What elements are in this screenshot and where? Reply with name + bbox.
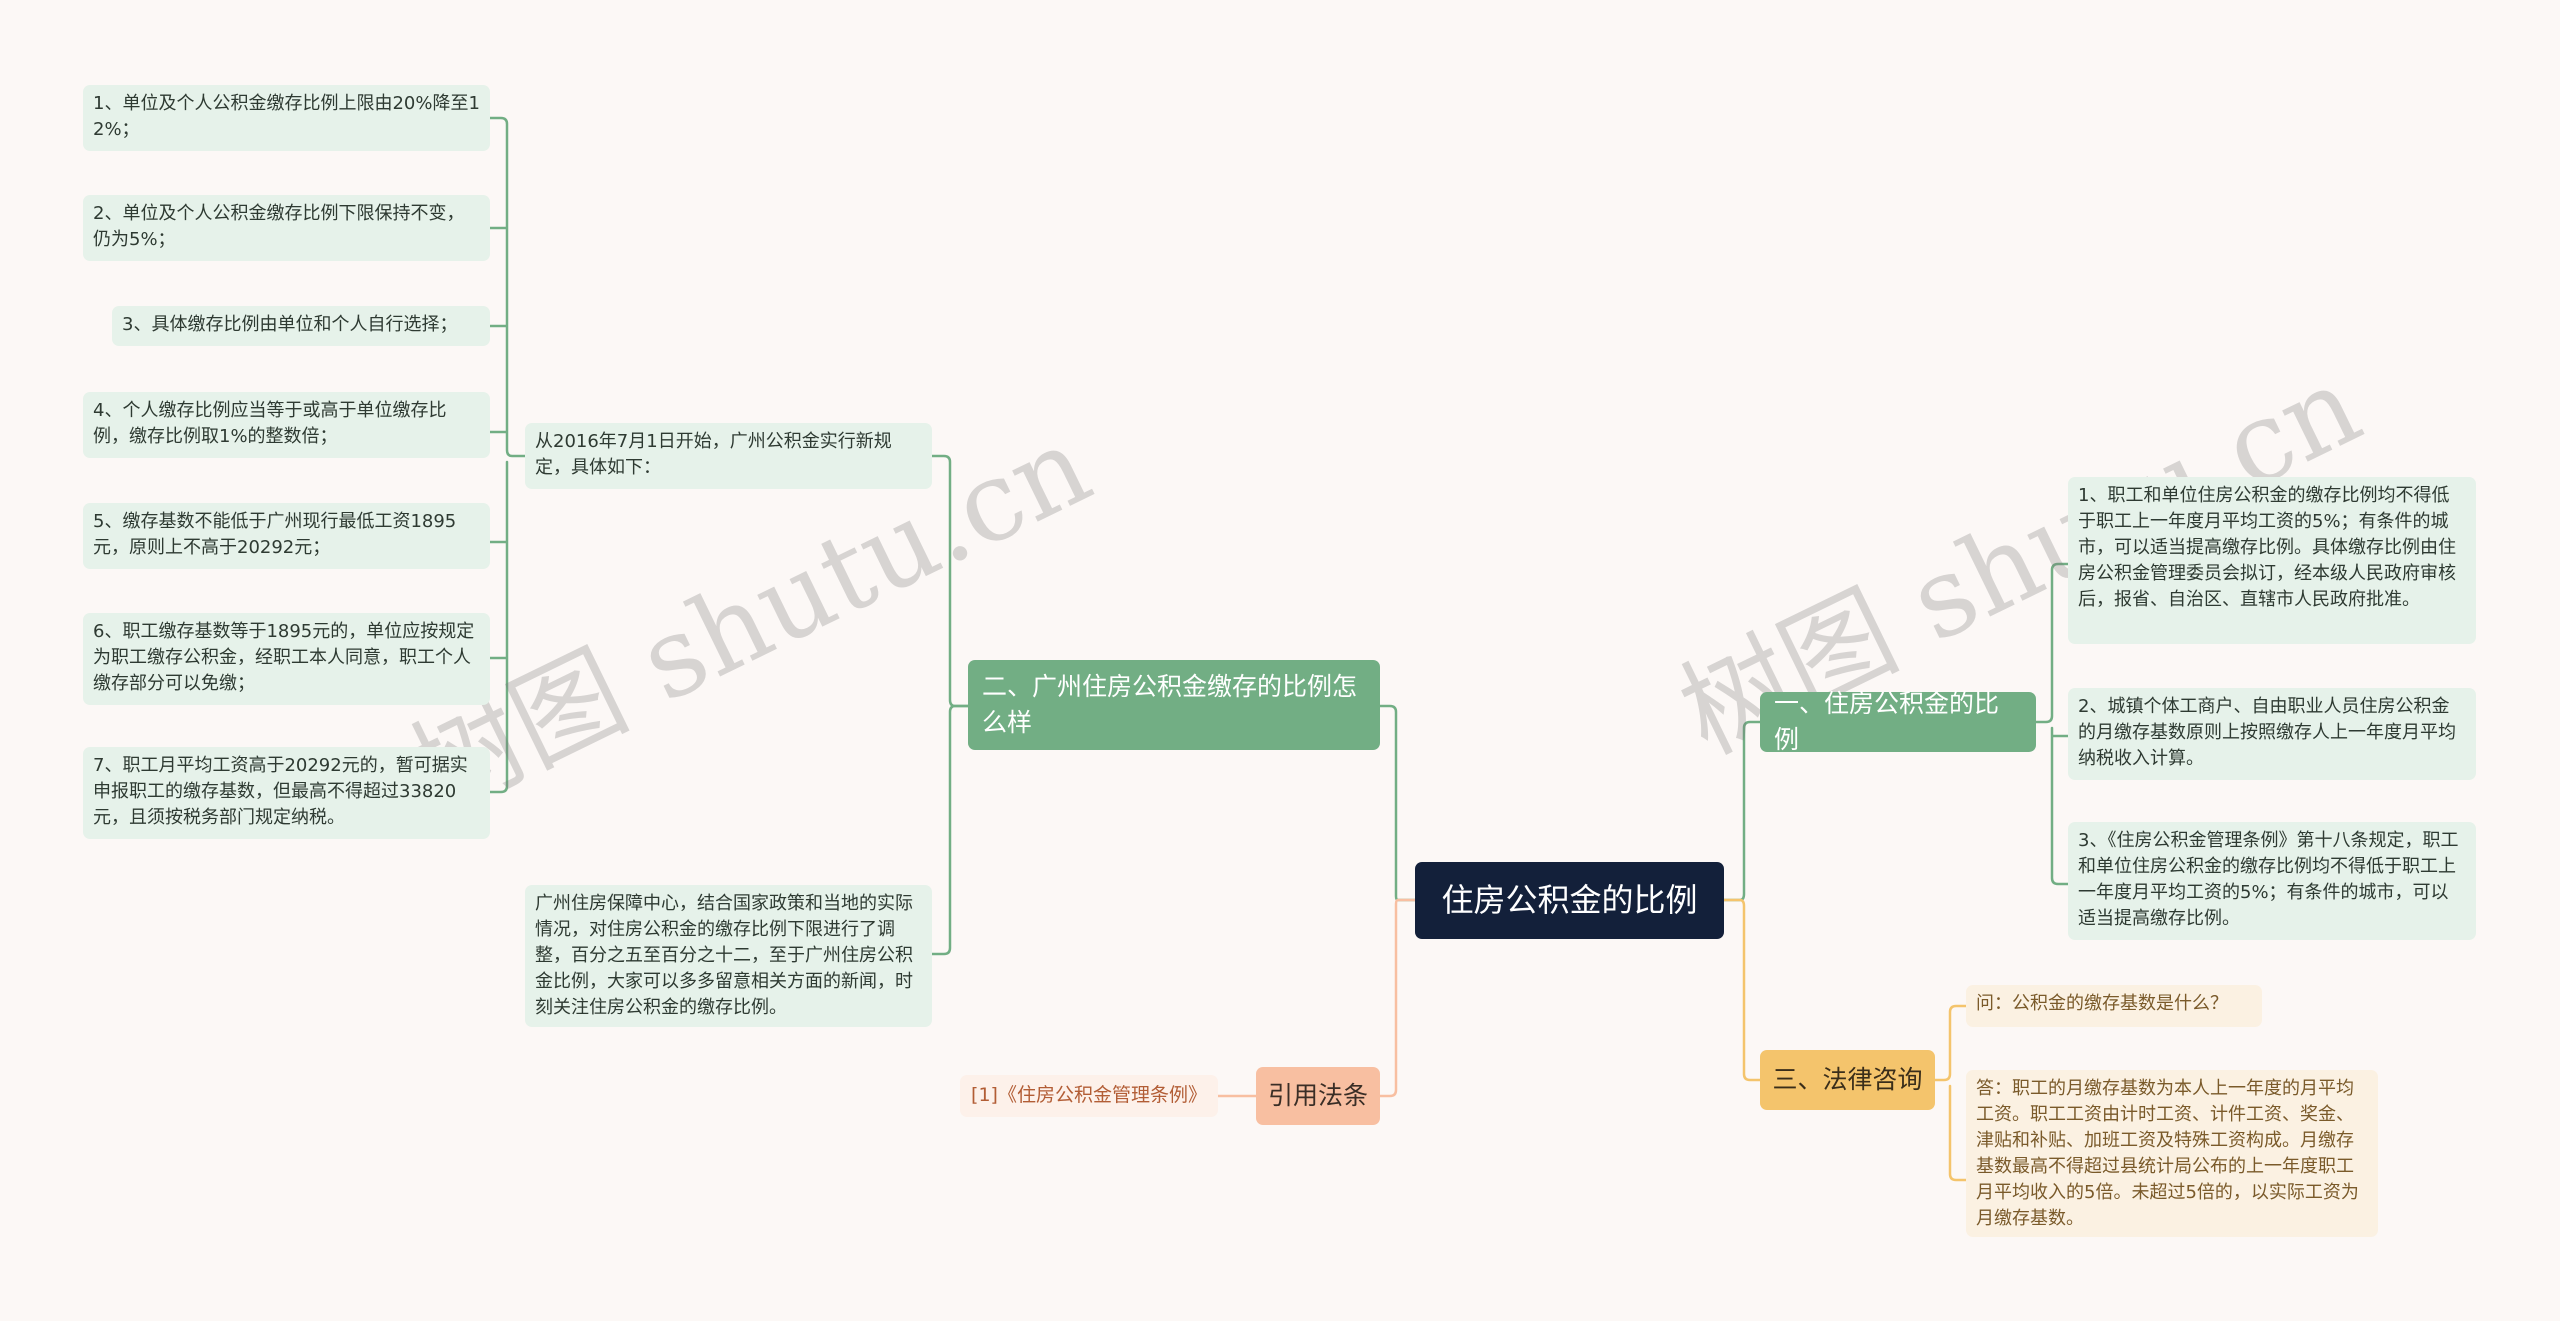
branch-housing-fund-ratio[interactable]: 一、住房公积金的比例 — [1760, 689, 2036, 754]
ratio-leaf-2-text: 2、城镇个体工商户、自由职业人员住房公积金的月缴存基数原则上按照缴存人上一年度月… — [2078, 696, 2456, 770]
intro-leaf-text: 从2016年7月1日开始，广州公积金实行新规定，具体如下： — [535, 431, 892, 479]
connector-left-main-note — [930, 704, 970, 956]
ratio-leaf-1[interactable]: 1、职工和单位住房公积金的缴存比例均不得低于职工上一年度月平均工资的5%；有条件… — [2068, 477, 2476, 644]
rule-leaf-1-text: 1、单位及个人公积金缴存比例上限由20%降至12%； — [93, 93, 480, 141]
rule-leaf-3[interactable]: 3、具体缴存比例由单位和个人自行选择； — [112, 306, 490, 346]
reference-leaf[interactable]: [1]《住房公积金管理条例》 — [960, 1075, 1218, 1117]
consult-answer-text: 答：职工的月缴存基数为本人上一年度的月平均工资。职工工资由计时工资、计件工资、奖… — [1976, 1078, 2359, 1230]
branch-legal-consult[interactable]: 三、法律咨询 — [1760, 1050, 1935, 1110]
connector-intro-items — [488, 116, 527, 794]
rule-leaf-5-text: 5、缴存基数不能低于广州现行最低工资1895元，原则上不高于20292元； — [93, 511, 457, 559]
note-leaf-text: 广州住房保障中心，结合国家政策和当地的实际情况，对住房公积金的缴存比例下限进行了… — [535, 893, 913, 1019]
connector-root-right-consult — [1722, 898, 1762, 1082]
ratio-leaf-2[interactable]: 2、城镇个体工商户、自由职业人员住房公积金的月缴存基数原则上按照缴存人上一年度月… — [2068, 688, 2476, 780]
rule-leaf-4[interactable]: 4、个人缴存比例应当等于或高于单位缴存比例，缴存比例取1%的整数倍； — [83, 392, 490, 458]
rule-leaf-2-text: 2、单位及个人公积金缴存比例下限保持不变，仍为5%； — [93, 203, 465, 251]
branch-reference[interactable]: 引用法条 — [1256, 1067, 1380, 1125]
rule-leaf-7[interactable]: 7、职工月平均工资高于20292元的，暂可据实申报职工的缴存基数，但最高不得超过… — [83, 747, 490, 839]
connector-consult-items — [1933, 1004, 1968, 1182]
branch-legal-consult-label: 三、法律咨询 — [1772, 1064, 1923, 1094]
consult-question-leaf[interactable]: 问：公积金的缴存基数是什么？ — [1966, 985, 2262, 1027]
rule-leaf-5[interactable]: 5、缴存基数不能低于广州现行最低工资1895元，原则上不高于20292元； — [83, 503, 490, 569]
root-label: 住房公积金的比例 — [1441, 881, 1698, 920]
connector-ratio-items — [2034, 562, 2070, 886]
ratio-leaf-1-text: 1、职工和单位住房公积金的缴存比例均不得低于职工上一年度月平均工资的5%；有条件… — [2078, 485, 2456, 611]
rule-leaf-4-text: 4、个人缴存比例应当等于或高于单位缴存比例，缴存比例取1%的整数倍； — [93, 400, 447, 448]
branch-guangzhou-ratio[interactable]: 二、广州住房公积金缴存的比例怎么样 — [968, 660, 1380, 750]
rule-leaf-3-text: 3、具体缴存比例由单位和个人自行选择； — [122, 314, 458, 335]
consult-question-text: 问：公积金的缴存基数是什么？ — [1976, 993, 2228, 1014]
rule-leaf-7-text: 7、职工月平均工资高于20292元的，暂可据实申报职工的缴存基数，但最高不得超过… — [93, 755, 468, 829]
consult-answer-leaf[interactable]: 答：职工的月缴存基数为本人上一年度的月平均工资。职工工资由计时工资、计件工资、奖… — [1966, 1070, 2378, 1237]
branch-reference-label: 引用法条 — [1267, 1080, 1368, 1110]
branch-guangzhou-ratio-label: 二、广州住房公积金缴存的比例怎么样 — [982, 671, 1358, 737]
intro-leaf[interactable]: 从2016年7月1日开始，广州公积金实行新规定，具体如下： — [525, 423, 932, 489]
note-leaf[interactable]: 广州住房保障中心，结合国家政策和当地的实际情况，对住房公积金的缴存比例下限进行了… — [525, 885, 932, 1027]
ratio-leaf-3[interactable]: 3、《住房公积金管理条例》第十八条规定，职工和单位住房公积金的缴存比例均不得低于… — [2068, 822, 2476, 940]
connector-left-main-intro — [930, 454, 970, 708]
connector-root-right-ratio — [1722, 720, 1762, 902]
branch-housing-fund-ratio-label: 一、住房公积金的比例 — [1774, 688, 2000, 754]
rule-leaf-1[interactable]: 1、单位及个人公积金缴存比例上限由20%降至12%； — [83, 85, 490, 151]
connector-root-left-main — [1378, 704, 1417, 902]
connector-root-reference — [1378, 898, 1417, 1098]
rule-leaf-2[interactable]: 2、单位及个人公积金缴存比例下限保持不变，仍为5%； — [83, 195, 490, 261]
rule-leaf-6[interactable]: 6、职工缴存基数等于1895元的，单位应按规定为职工缴存公积金，经职工本人同意，… — [83, 613, 490, 705]
root-node[interactable]: 住房公积金的比例 — [1415, 862, 1724, 939]
rule-leaf-6-text: 6、职工缴存基数等于1895元的，单位应按规定为职工缴存公积金，经职工本人同意，… — [93, 621, 475, 695]
reference-leaf-text: [1]《住房公积金管理条例》 — [971, 1084, 1207, 1107]
ratio-leaf-3-text: 3、《住房公积金管理条例》第十八条规定，职工和单位住房公积金的缴存比例均不得低于… — [2078, 830, 2459, 930]
